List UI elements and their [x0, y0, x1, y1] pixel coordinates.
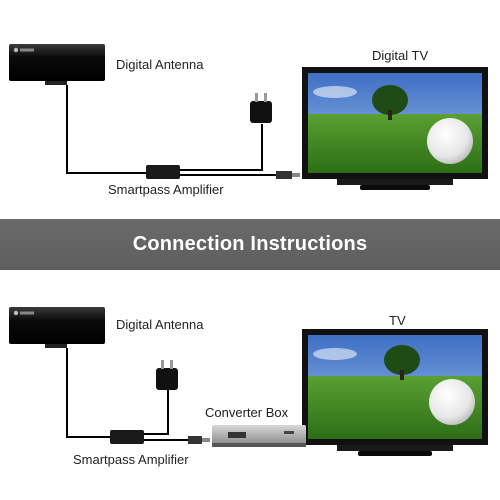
- bottom-antenna-cable: [66, 348, 110, 438]
- bottom-power-adapter-icon: [156, 360, 178, 390]
- top-coax-connector-icon: [276, 171, 300, 179]
- bottom-tv-label: TV: [389, 313, 406, 328]
- bottom-amplifier-cables: [144, 390, 188, 441]
- bottom-tv-icon: [302, 329, 488, 456]
- converter-box-icon: [212, 425, 306, 447]
- top-power-adapter-icon: [250, 93, 272, 123]
- connection-instructions-banner: Connection Instructions: [0, 219, 500, 270]
- top-antenna-cable: [66, 85, 146, 174]
- top-antenna-icon: [9, 44, 105, 85]
- top-amplifier-label: Smartpass Amplifier: [108, 182, 224, 197]
- bottom-antenna-label: Digital Antenna: [116, 317, 204, 332]
- bottom-amplifier-icon: [110, 430, 144, 444]
- converter-box-label: Converter Box: [205, 405, 289, 420]
- top-tv-label: Digital TV: [372, 48, 429, 63]
- top-amplifier-cables: [180, 124, 276, 176]
- bottom-amplifier-label: Smartpass Amplifier: [73, 452, 189, 467]
- top-antenna-label: Digital Antenna: [116, 57, 204, 72]
- top-amplifier-icon: [146, 165, 180, 179]
- bottom-coax-connector-icon: [188, 436, 210, 444]
- bottom-antenna-icon: [9, 307, 105, 348]
- banner-title: Connection Instructions: [132, 233, 368, 255]
- top-tv-icon: [302, 67, 488, 190]
